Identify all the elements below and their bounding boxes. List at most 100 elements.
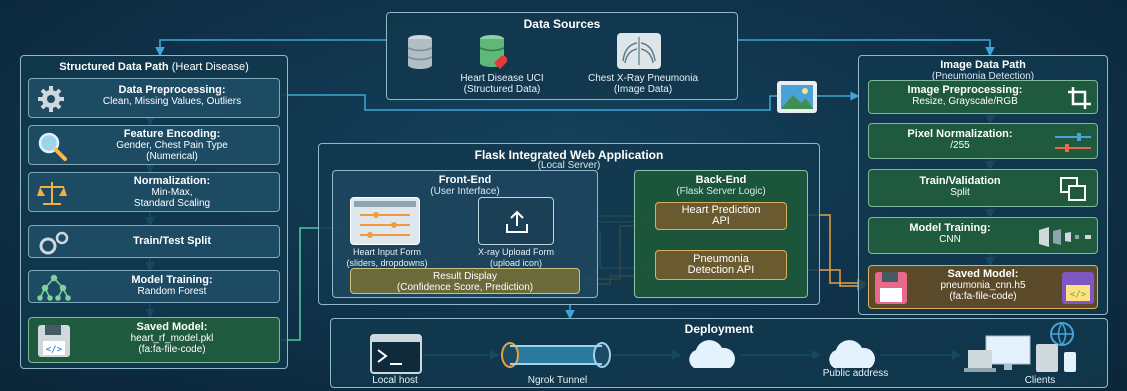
step-text: heart_rf_model.pkl bbox=[130, 333, 214, 344]
cloud-icon bbox=[682, 340, 740, 372]
step-title: Train/Test Split bbox=[132, 235, 212, 247]
sliders-icon bbox=[354, 201, 416, 241]
image-path-sub: (Pneumonia Detection) bbox=[931, 71, 1035, 82]
xray-form-sub: (upload icon) bbox=[489, 258, 543, 268]
flask-sub: (Local Server) bbox=[537, 160, 601, 171]
step-text: Resize, Grayscale/RGB bbox=[912, 96, 1018, 107]
step-text: Min-Max, bbox=[151, 187, 193, 198]
heart-source-sub: (Structured Data) bbox=[463, 84, 541, 95]
data-sources-title: Data Sources bbox=[523, 17, 601, 31]
svg-text:</>: </> bbox=[46, 345, 63, 355]
xray-form-label: X-ray Upload Form bbox=[477, 247, 555, 257]
cnn-layers-icon bbox=[1037, 226, 1095, 248]
heart-form-label: Heart Input Form bbox=[352, 247, 422, 257]
step-title: Normalization: bbox=[133, 175, 211, 187]
pneumonia-api-label: Pneumonia bbox=[693, 253, 749, 265]
step-text-2: (fa:fa-file-code) bbox=[949, 291, 1017, 302]
step-data-preprocessing: Data Preprocessing:Clean, Missing Values… bbox=[28, 78, 280, 118]
arrow-sources-to-structured bbox=[155, 39, 386, 57]
result-title: Result Display bbox=[433, 271, 497, 282]
floppy-icon bbox=[874, 271, 908, 305]
layers-icon bbox=[1059, 176, 1089, 204]
heart-form-sub: (sliders, dropdowns) bbox=[346, 258, 428, 268]
heart-api-label-2: API bbox=[712, 215, 730, 227]
xray-upload-form-mock bbox=[478, 197, 554, 245]
step-text: CNN bbox=[939, 234, 961, 245]
structured-path-title: Structured Data Path bbox=[59, 61, 169, 73]
step-title: Train/Validation bbox=[919, 175, 1001, 187]
heart-source-label: Heart Disease UCI bbox=[460, 73, 544, 84]
step-text-2: Standard Scaling bbox=[133, 198, 211, 209]
result-display: Result Display(Confidence Score, Predict… bbox=[350, 268, 580, 294]
public-address-label: Public address bbox=[822, 368, 889, 379]
gear-icon bbox=[37, 85, 65, 113]
upload-icon bbox=[503, 208, 531, 236]
xray-icon bbox=[615, 31, 663, 71]
result-sub: (Confidence Score, Prediction) bbox=[396, 282, 534, 293]
data-sources-panel: Data Sources Heart Disease UCI(Structure… bbox=[386, 12, 738, 100]
step-text: Split bbox=[950, 187, 970, 198]
magnifier-icon bbox=[37, 131, 67, 161]
tunnel-icon bbox=[500, 340, 612, 370]
step-text: /255 bbox=[950, 140, 970, 151]
step-pixel-normalization: Pixel Normalization:/255 bbox=[868, 123, 1098, 159]
step-model-training-rf: Model Training:Random Forest bbox=[28, 270, 280, 303]
file-code-icon: </> bbox=[1061, 271, 1095, 305]
frontend-title: Front-End bbox=[438, 174, 492, 186]
xray-source-label: Chest X-Ray Pneumonia bbox=[587, 73, 699, 84]
heart-input-form-mock bbox=[350, 197, 420, 245]
flask-title: Flask Integrated Web Application bbox=[474, 148, 664, 162]
heart-database-icon bbox=[477, 33, 511, 73]
local-host-label: Local host bbox=[372, 375, 418, 386]
step-title: Model Training: bbox=[131, 274, 213, 286]
database-icon bbox=[405, 33, 435, 73]
image-path-title: Image Data Path bbox=[940, 59, 1026, 71]
xray-source-sub: (Image Data) bbox=[613, 84, 673, 95]
step-text: Gender, Chest Pain Type bbox=[116, 140, 228, 151]
scale-icon bbox=[37, 179, 67, 207]
step-text: Clean, Missing Values, Outliers bbox=[102, 96, 242, 107]
gears-icon bbox=[37, 229, 71, 257]
step-model-training-cnn: Model Training:CNN bbox=[868, 217, 1098, 254]
step-text-2: (Numerical) bbox=[146, 151, 198, 162]
image-icon bbox=[776, 80, 818, 114]
devices-icon bbox=[964, 322, 1082, 374]
step-saved-model-heart: </> Saved Model:heart_rf_model.pkl(fa:fa… bbox=[28, 317, 280, 363]
step-normalization: Normalization:Min-Max,Standard Scaling bbox=[28, 172, 280, 212]
deployment-title: Deployment bbox=[684, 322, 754, 336]
arrow-sources-to-image bbox=[738, 39, 995, 57]
svg-text:</>: </> bbox=[1070, 290, 1087, 300]
backend-sub: (Flask Server Logic) bbox=[676, 186, 766, 197]
sliders-icon bbox=[1053, 130, 1093, 154]
step-title: Saved Model: bbox=[947, 268, 1019, 280]
backend-title: Back-End bbox=[695, 174, 747, 186]
clients-label: Clients bbox=[1024, 375, 1056, 386]
step-image-preprocessing: Image Preprocessing:Resize, Grayscale/RG… bbox=[868, 80, 1098, 114]
step-title: Model Training: bbox=[909, 222, 991, 234]
step-title: Pixel Normalization: bbox=[907, 128, 1013, 140]
step-title: Data Preprocessing: bbox=[118, 84, 226, 96]
step-title: Image Preprocessing: bbox=[907, 84, 1023, 96]
terminal-icon bbox=[370, 334, 422, 374]
crop-icon bbox=[1067, 86, 1093, 110]
frontend-sub: (User Interface) bbox=[430, 186, 500, 197]
tree-icon bbox=[37, 274, 71, 302]
step-text: pneumonia_cnn.h5 bbox=[940, 280, 1026, 291]
step-saved-model-cnn: Saved Model:pneumonia_cnn.h5(fa:fa-file-… bbox=[868, 265, 1098, 309]
step-text-2: (fa:fa-file-code) bbox=[138, 344, 206, 355]
step-text: Random Forest bbox=[137, 286, 207, 297]
step-train-test-split: Train/Test Split bbox=[28, 225, 280, 258]
heart-api-label: Heart Prediction bbox=[681, 204, 761, 216]
ngrok-tunnel-label: Ngrok Tunnel bbox=[527, 375, 588, 386]
step-title: Feature Encoding: bbox=[123, 128, 221, 140]
structured-path-suffix: (Heart Disease) bbox=[171, 61, 249, 73]
cloud-icon bbox=[822, 340, 880, 372]
step-feature-encoding: Feature Encoding:Gender, Chest Pain Type… bbox=[28, 125, 280, 165]
step-title: Saved Model: bbox=[136, 321, 208, 333]
floppy-icon: </> bbox=[37, 324, 71, 358]
pneumonia-api-label-2: Detection API bbox=[687, 264, 755, 276]
